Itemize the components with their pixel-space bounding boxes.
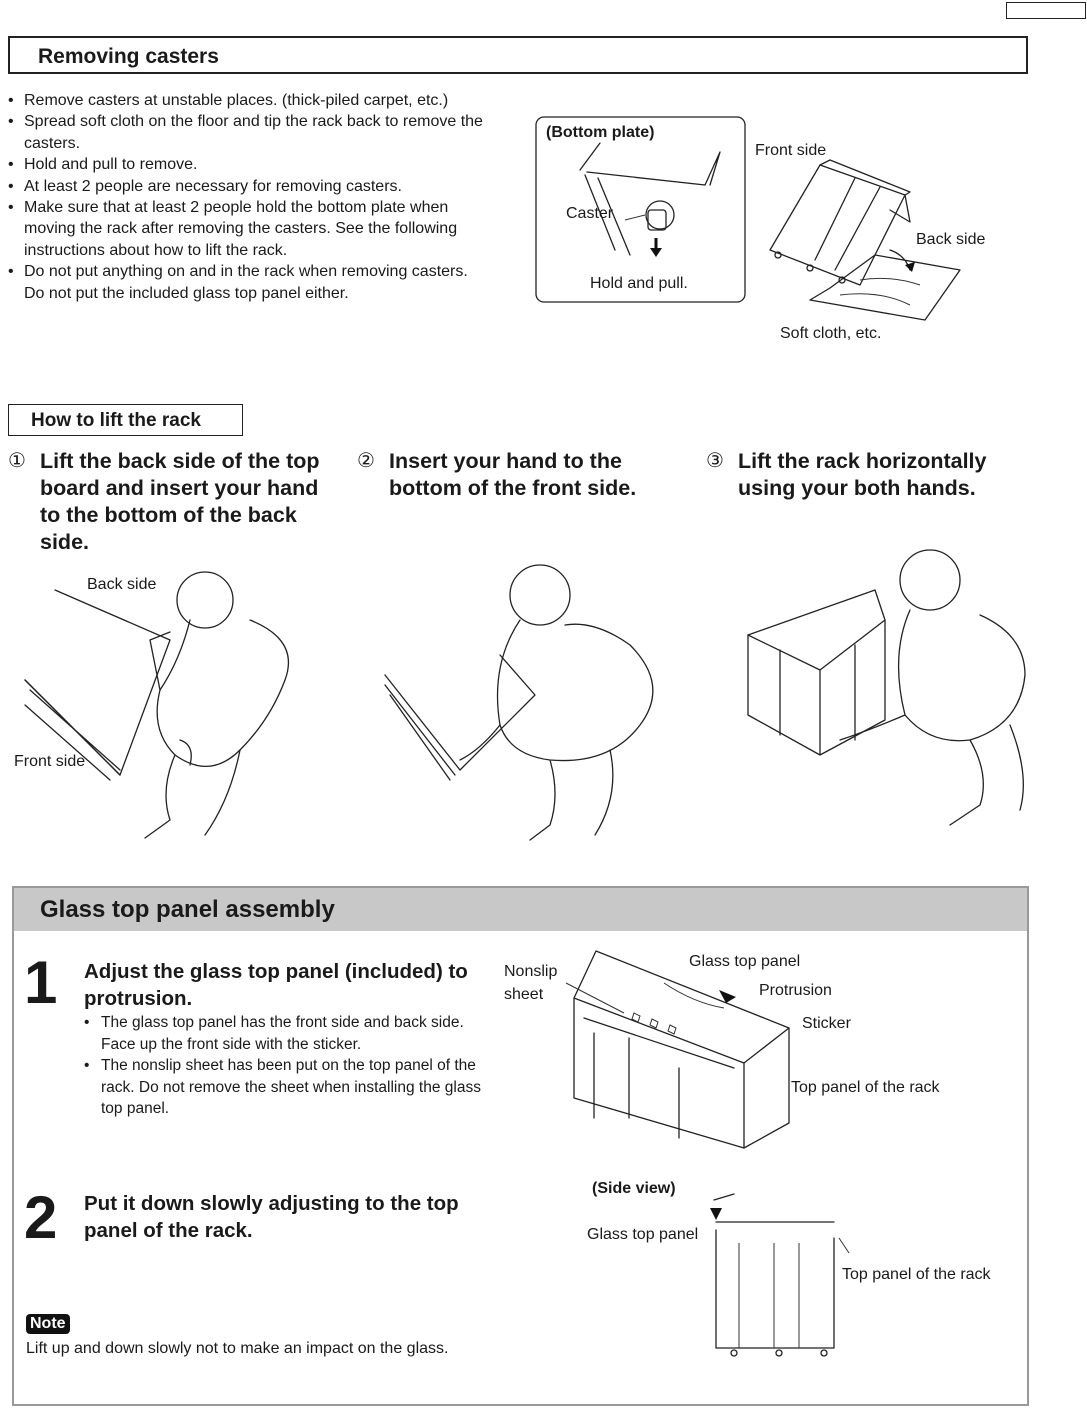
step-1-list: The glass top panel has the front side a… [84, 1012, 494, 1120]
step-text: Lift the rack horizontally using your bo… [738, 449, 987, 500]
glass-top-panel-label: Glass top panel [689, 953, 801, 970]
caster-removal-figure: (Bottom plate) Caster Hold and pull. Fro… [530, 110, 1010, 350]
lift-rack-title: How to lift the rack [31, 410, 201, 431]
top-panel-label: Top panel of the rack [791, 1079, 940, 1096]
lift-front-side-label: Front side [14, 753, 86, 770]
step-number: ① [8, 450, 26, 472]
glass-assembly-title: Glass top panel assembly [40, 896, 335, 923]
list-item: The glass top panel has the front side a… [84, 1012, 494, 1055]
nonslip-label-line2: sheet [504, 986, 544, 1003]
back-side-label: Back side [916, 231, 986, 248]
lift-step-1: ① Lift the back side of the top board an… [8, 448, 340, 556]
removing-casters-heading: Removing casters [8, 36, 1028, 74]
lift-back-side-label: Back side [87, 576, 157, 593]
bottom-plate-label: (Bottom plate) [546, 124, 655, 141]
step-2-title: Put it down slowly adjusting to the top … [84, 1192, 459, 1242]
list-item: Do not put anything on and in the rack w… [8, 261, 488, 304]
lift-illustration-3 [740, 545, 1060, 845]
glass-assembly-heading: Glass top panel assembly [14, 888, 1027, 931]
step-1-number: 1 [24, 949, 58, 1016]
list-item: Remove casters at unstable places. (thic… [8, 90, 488, 112]
nonslip-label-line1: Nonslip [504, 963, 558, 980]
list-item: Hold and pull to remove. [8, 154, 488, 176]
list-item: Make sure that at least 2 people hold th… [8, 197, 488, 261]
step-2-number: 2 [24, 1184, 58, 1251]
step-1-title: Adjust the glass top panel (included) to… [84, 960, 468, 1010]
side-glass-top-panel-label: Glass top panel [587, 1226, 699, 1243]
side-top-panel-label: Top panel of the rack [842, 1266, 991, 1283]
step-number: ② [357, 450, 375, 472]
hold-and-pull-label: Hold and pull. [590, 275, 688, 292]
caster-illustration [535, 116, 961, 321]
protrusion-label: Protrusion [759, 982, 832, 999]
caster-label: Caster [566, 205, 614, 222]
side-view-figure: (Side view) Glass top panel Top panel of… [584, 1178, 1014, 1378]
side-view-illustration [710, 1193, 850, 1357]
lift-step-3: ③ Lift the rack horizontally using your … [706, 448, 1038, 502]
lift-illustration-1: Back side Front side [10, 560, 340, 850]
step-text: Lift the back side of the top board and … [40, 449, 320, 554]
list-item: At least 2 people are necessary for remo… [8, 176, 488, 198]
rack-with-glass-illustration [565, 950, 790, 1149]
step-text: Insert your hand to the bottom of the fr… [389, 449, 637, 500]
page-code-box [1006, 2, 1086, 19]
lift-step-2: ② Insert your hand to the bottom of the … [357, 448, 689, 502]
lift-rack-heading: How to lift the rack [8, 404, 243, 436]
lift-illustration-2 [380, 555, 700, 850]
list-item: The nonslip sheet has been put on the to… [84, 1055, 494, 1120]
side-view-label: (Side view) [592, 1180, 676, 1197]
sticker-label: Sticker [802, 1015, 851, 1032]
step-number: ③ [706, 450, 724, 472]
removing-casters-list: Remove casters at unstable places. (thic… [8, 90, 488, 304]
removing-casters-title: Removing casters [38, 45, 219, 68]
person-inserting-hand-illustration [384, 564, 654, 841]
soft-cloth-label: Soft cloth, etc. [780, 325, 882, 342]
list-item: Spread soft cloth on the floor and tip t… [8, 111, 488, 154]
glass-assembly-section: Glass top panel assembly 1 Adjust the gl… [12, 886, 1029, 1406]
note-badge: Note [26, 1314, 70, 1334]
person-lifting-back-illustration [24, 571, 290, 839]
note-text: Lift up and down slowly not to make an i… [26, 1340, 449, 1357]
person-lifting-horizontal-illustration [747, 549, 1026, 826]
front-side-label: Front side [755, 142, 827, 159]
glass-panel-figure: Nonslip sheet Glass top panel Protrusion… [504, 943, 984, 1158]
